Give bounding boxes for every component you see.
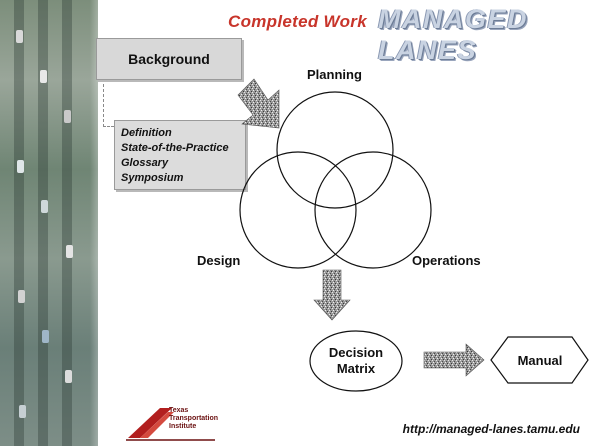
manual-label: Manual (517, 353, 563, 368)
item-symposium: Symposium (121, 172, 184, 184)
background-label: Background (128, 51, 210, 67)
background-items-box: Definition State-of-the-Practice Glossar… (114, 120, 246, 190)
item-state-of-the-practice: State-of-the-Practice (121, 142, 229, 154)
highway-photo-strip (0, 0, 98, 446)
arrow-to-decision-matrix (313, 269, 351, 321)
decision-line-2: Matrix (336, 361, 376, 376)
tti-logo-mark (128, 408, 172, 438)
background-bracket (103, 84, 114, 127)
label-planning: Planning (307, 67, 362, 82)
logo-line-3: Institute (169, 423, 197, 430)
manual-node (490, 336, 589, 384)
decision-line-1: Decision (328, 345, 384, 360)
venn-circle-operations (314, 151, 432, 269)
website-url: http://managed-lanes.tamu.edu (402, 422, 580, 436)
label-operations: Operations (412, 253, 481, 268)
background-box: Background (96, 38, 242, 80)
subtitle-completed-work: Completed Work (228, 12, 367, 31)
title-managed-lanes: MANAGED LANES (378, 4, 528, 65)
venn-circle-planning (276, 91, 394, 209)
item-definition: Definition (121, 127, 172, 139)
arrow-to-manual (423, 343, 485, 377)
logo-line-1: Texas (169, 407, 189, 414)
item-glossary: Glossary (121, 157, 169, 169)
tti-logo: Texas Transportation Institute (126, 404, 218, 440)
decision-matrix-node (309, 330, 403, 392)
venn-circle-design (239, 151, 357, 269)
arrow-background-to-planning (237, 78, 280, 129)
label-design: Design (197, 253, 241, 268)
logo-line-2: Transportation (169, 415, 219, 422)
